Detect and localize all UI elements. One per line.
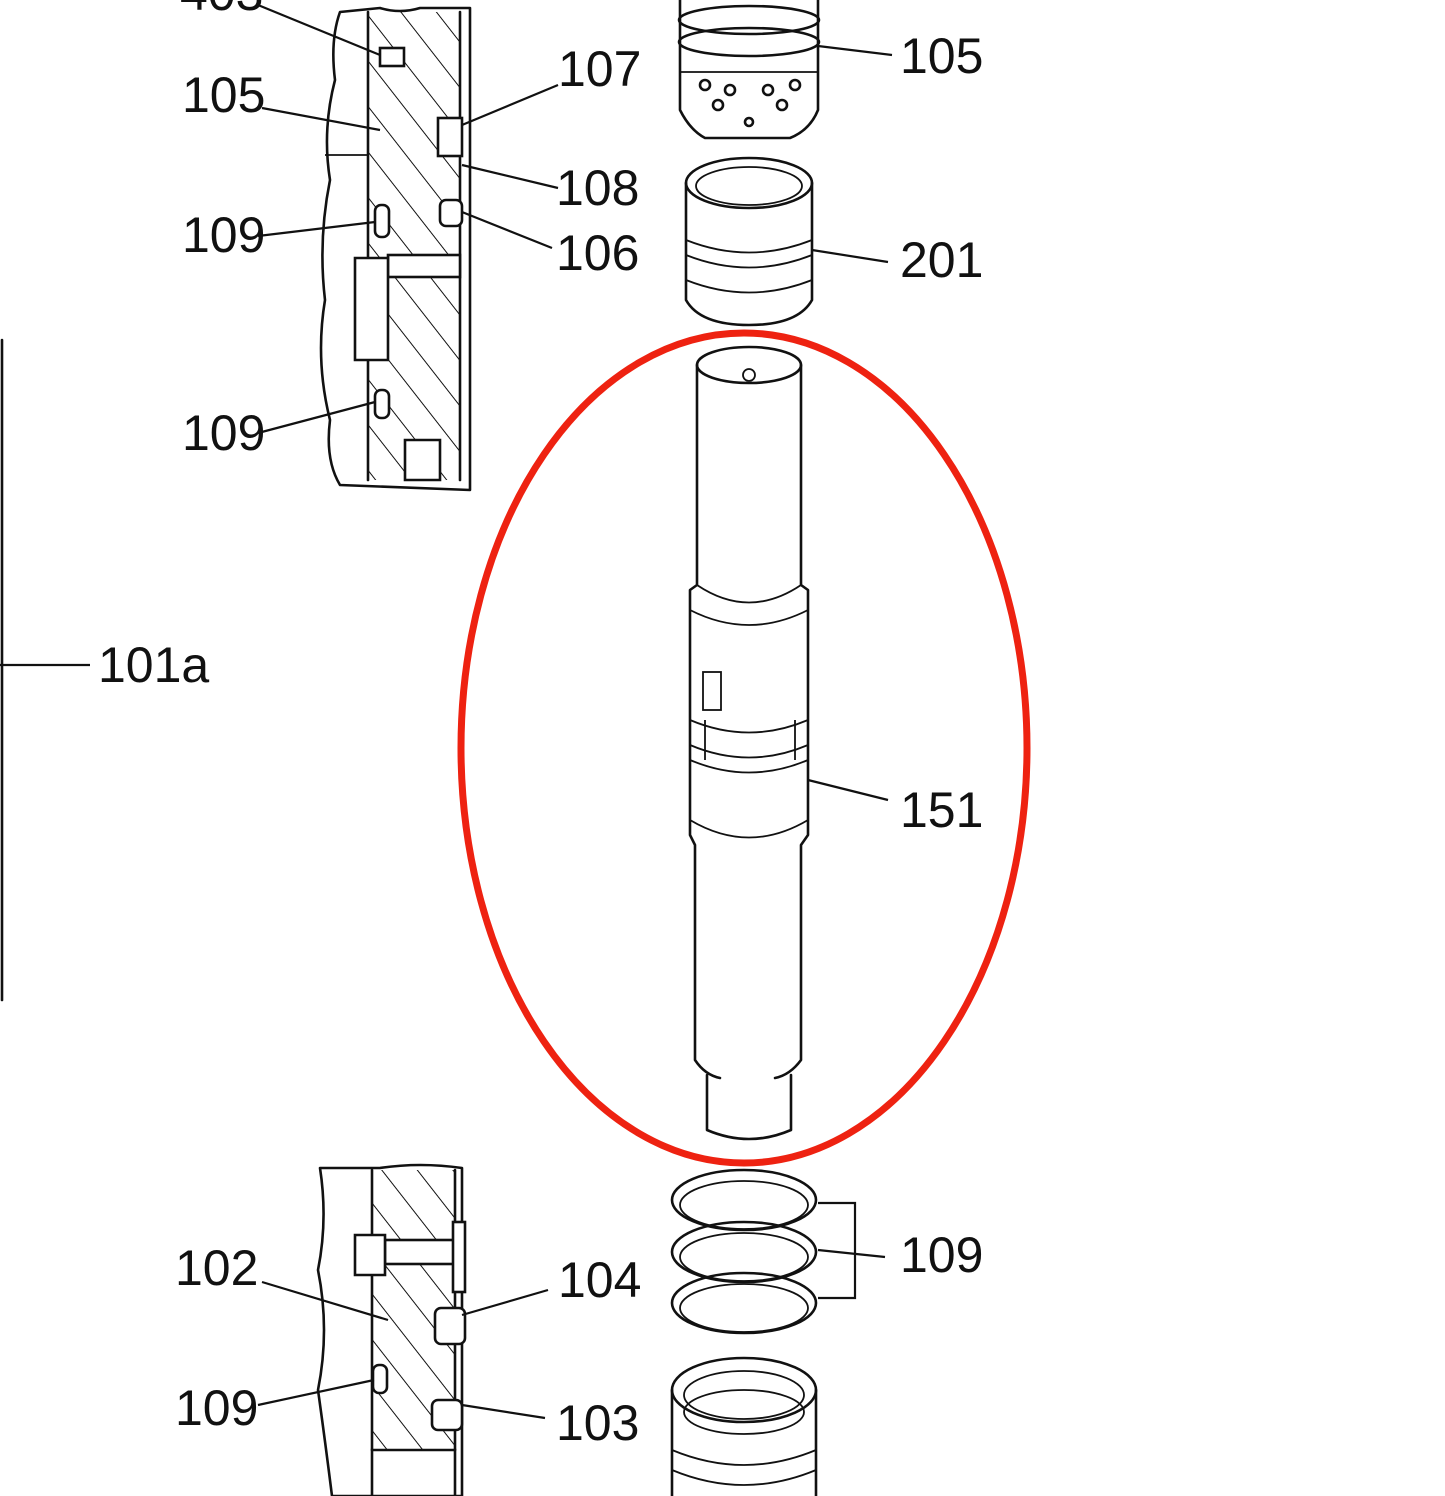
label-103: 103 — [556, 1395, 639, 1451]
part-105-cylinder — [677, 0, 821, 140]
label-151: 151 — [900, 782, 983, 838]
label-109-mid: 109 — [182, 405, 265, 461]
leader-lines — [257, 3, 893, 1420]
part-201-ring-stack — [684, 156, 814, 327]
label-105-right: 105 — [900, 28, 983, 84]
label-201: 201 — [900, 232, 983, 288]
part-109-rings — [670, 1168, 886, 1335]
label-108: 108 — [556, 160, 639, 216]
label-105-left: 105 — [182, 67, 265, 123]
label-403: 403 — [180, 0, 263, 21]
reference-line-101a — [0, 338, 90, 1002]
highlight-ellipse — [457, 329, 1031, 1167]
label-109-upper: 109 — [182, 207, 265, 263]
part-bottom-bushing — [670, 1356, 818, 1496]
label-106: 106 — [556, 225, 639, 281]
label-101a: 101a — [98, 637, 209, 693]
callout-labels: 403 105 107 108 109 106 109 105 201 101a… — [98, 0, 983, 1451]
label-109-right: 109 — [900, 1227, 983, 1283]
lower-section-view — [316, 1163, 467, 1496]
upper-section-view — [319, 6, 472, 492]
label-107: 107 — [558, 41, 641, 97]
label-102: 102 — [175, 1240, 258, 1296]
label-104: 104 — [558, 1252, 641, 1308]
part-151-shaft — [688, 345, 810, 1141]
label-109-lower: 109 — [175, 1380, 258, 1436]
